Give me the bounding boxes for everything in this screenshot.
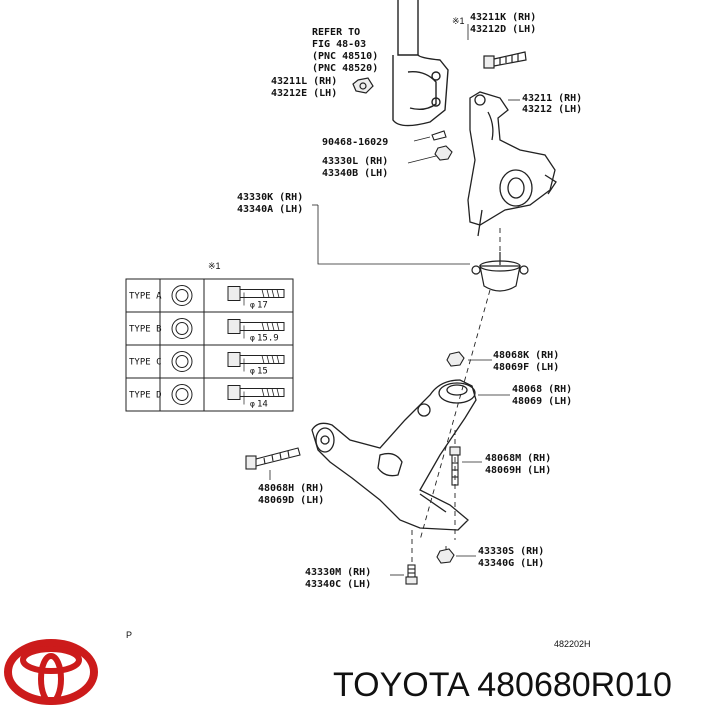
thread-line — [271, 388, 275, 397]
bolt-side-head-icon — [227, 286, 241, 301]
refer-line-1: REFER TO — [312, 27, 360, 38]
bolt-lower-rh: 43330M (RH) — [305, 567, 371, 578]
bolt-side-head-icon — [227, 319, 241, 334]
knuckle-lh: 43212 (LH) — [522, 104, 582, 115]
refer-line-2: FIG 48-03 — [312, 39, 366, 50]
nut-ball-icon — [434, 145, 453, 161]
bolt-head-icon — [171, 384, 193, 405]
bolt-arm-right-rh: 48068M (RH) — [485, 453, 551, 464]
thread-line — [266, 322, 270, 331]
cotter-pin-icon — [431, 130, 447, 141]
diameter-symbol: φ — [250, 334, 255, 343]
bolt-side-head-icon — [227, 385, 241, 400]
thread-line — [266, 355, 270, 364]
p-mark: P — [126, 630, 132, 640]
nut-top-rh: 43211L (RH) — [271, 76, 337, 87]
ball-joint-lh: 43340A (LH) — [237, 204, 303, 215]
thread-line — [276, 388, 280, 397]
bolt-head-icon — [171, 285, 193, 306]
lower-arm — [311, 379, 477, 531]
bolt-top-rh: 43211K (RH) — [470, 12, 536, 23]
nut-lower-icon — [436, 548, 455, 564]
nut-lower-rh: 43330S (RH) — [478, 546, 544, 557]
toyota-logo-icon — [4, 639, 98, 705]
bolt-lower-lh: 43340C (LH) — [305, 579, 371, 590]
bolt-lower-icon — [405, 564, 418, 585]
bolt-side-head-icon — [227, 352, 241, 367]
nut-top-lh: 43212E (LH) — [271, 88, 337, 99]
type-label: TYPE C — [129, 358, 162, 368]
bolt-head-inner-icon — [175, 355, 189, 368]
thread-line — [266, 388, 270, 397]
diameter-value: 15.9 — [257, 334, 279, 344]
diameter-value: 15 — [257, 367, 268, 377]
type-table-mark: ※1 — [208, 261, 221, 271]
knuckle-rh: 43211 (RH) — [522, 93, 582, 104]
thread-line — [271, 355, 275, 364]
diameter-symbol: φ — [250, 400, 255, 409]
nut-arm-rh: 48068K (RH) — [493, 350, 559, 361]
bolt-top-icon — [483, 51, 527, 69]
refer-line-3: (PNC 48510) — [312, 51, 378, 62]
ball-joint-icon — [471, 252, 529, 292]
ball-joint-rh: 43330K (RH) — [237, 192, 303, 203]
dashed-guides — [411, 228, 501, 565]
bolt-head-inner-icon — [175, 322, 189, 335]
bolt-head-icon — [171, 318, 193, 339]
thread-line — [276, 355, 280, 364]
thread-line — [271, 289, 275, 298]
diameter-value: 17 — [257, 301, 268, 311]
lower-arm-lh: 48069 (LH) — [512, 396, 572, 407]
thread-line — [276, 289, 280, 298]
diagram-code: 482202H — [554, 639, 591, 649]
diameter-symbol: φ — [250, 367, 255, 376]
cotter-pin-code: 90468-16029 — [322, 137, 388, 148]
lower-arm-rh: 48068 (RH) — [512, 384, 572, 395]
steering-knuckle — [467, 91, 557, 237]
thread-line — [261, 289, 265, 298]
thread-line — [261, 355, 265, 364]
refer-line-4: (PNC 48520) — [312, 63, 378, 74]
strut-outline — [392, 0, 449, 127]
thread-line — [266, 289, 270, 298]
diameter-symbol: φ — [250, 301, 255, 310]
nut-ball-rh: 43330L (RH) — [322, 156, 388, 167]
bolt-head-inner-icon — [175, 289, 189, 302]
type-label: TYPE A — [129, 292, 162, 302]
bolt-arm-left-lh: 48069D (LH) — [258, 495, 324, 506]
bolt-arm-left-rh: 48068H (RH) — [258, 483, 324, 494]
bolt-head-icon — [171, 351, 193, 372]
type-label: TYPE D — [129, 391, 162, 401]
thread-line — [261, 322, 265, 331]
type-label: TYPE B — [129, 325, 162, 335]
bolt-arm-left-icon — [245, 447, 301, 470]
nut-arm-lh: 48069F (LH) — [493, 362, 559, 373]
type-table — [125, 278, 294, 412]
brand-part-number: TOYOTA 480680R010 — [333, 666, 672, 704]
bolt-top-lh: 43212D (LH) — [470, 24, 536, 35]
nut-arm-icon — [446, 351, 465, 367]
bolt-arm-right-lh: 48069H (LH) — [485, 465, 551, 476]
nut-top-icon — [352, 77, 374, 94]
bolt-arm-right-icon — [449, 446, 461, 486]
thread-line — [276, 322, 280, 331]
thread-line — [271, 322, 275, 331]
nut-lower-lh: 43340G (LH) — [478, 558, 544, 569]
bolt-top-mark: ※1 — [452, 16, 465, 26]
nut-ball-lh: 43340B (LH) — [322, 168, 388, 179]
bolt-head-inner-icon — [175, 388, 189, 401]
diameter-value: 14 — [257, 400, 268, 410]
thread-line — [261, 388, 265, 397]
